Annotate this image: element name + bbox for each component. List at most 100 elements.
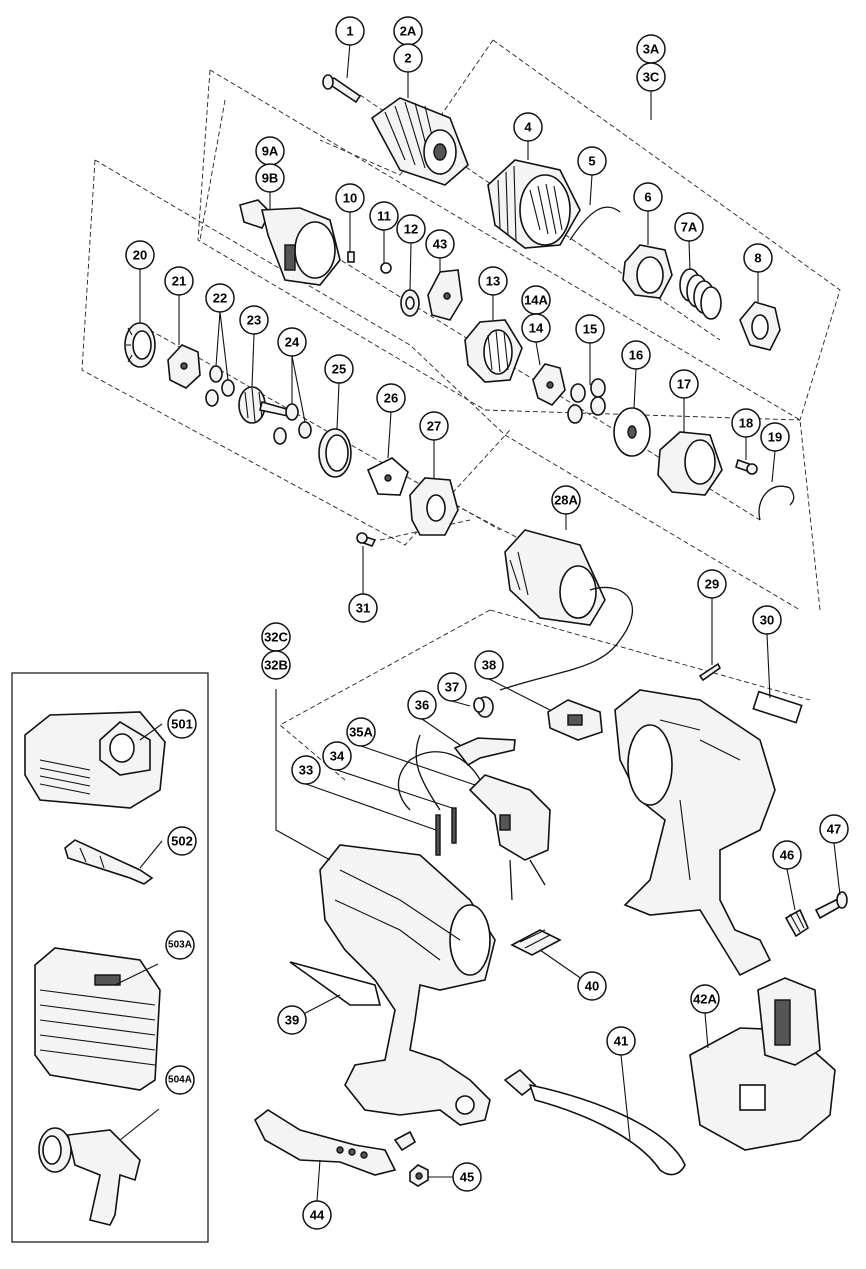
part-label-11: 11 xyxy=(369,201,399,231)
part-21-carrier xyxy=(167,344,201,389)
part-5-clip xyxy=(569,206,621,241)
svg-text:47: 47 xyxy=(827,822,841,837)
svg-text:39: 39 xyxy=(285,1013,299,1028)
svg-text:15: 15 xyxy=(583,322,597,337)
svg-text:45: 45 xyxy=(460,1170,474,1185)
part-504a-light xyxy=(38,1127,141,1226)
part-label-30: 30 xyxy=(752,605,782,635)
part-45-nut xyxy=(409,1164,429,1187)
part-label-6: 6 xyxy=(633,182,663,212)
part-label-12: 12 xyxy=(396,214,426,244)
part-30-label-plate xyxy=(752,690,803,724)
part-6-nut xyxy=(622,244,673,299)
svg-text:19: 19 xyxy=(768,430,782,445)
part-label-44: 44 xyxy=(302,1200,332,1230)
svg-text:42A: 42A xyxy=(693,992,717,1007)
part-12-washer xyxy=(400,289,420,317)
part-label-42a: 42A xyxy=(690,984,720,1014)
part-23-gear xyxy=(238,386,292,424)
part-label-20: 20 xyxy=(125,240,155,270)
svg-text:41: 41 xyxy=(614,1034,628,1049)
svg-text:25: 25 xyxy=(332,362,346,377)
part-label-10: 10 xyxy=(335,183,365,213)
part-label-31: 31 xyxy=(348,593,378,623)
svg-text:2A: 2A xyxy=(400,24,417,39)
part-label-28a: 28A xyxy=(551,485,581,515)
part-17-gear-case xyxy=(657,431,723,496)
part-label-15: 15 xyxy=(575,314,605,344)
svg-text:18: 18 xyxy=(739,416,753,431)
svg-text:37: 37 xyxy=(445,680,459,695)
part-10-pin xyxy=(347,251,355,263)
part-label-2a: 2A xyxy=(393,16,423,46)
part-44-hook xyxy=(253,1109,417,1176)
part-label-14: 14 xyxy=(521,313,551,343)
part-41-strap xyxy=(503,1068,686,1176)
svg-text:13: 13 xyxy=(486,274,500,289)
part-label-47: 47 xyxy=(819,814,849,844)
part-label-504a: 504A xyxy=(165,1065,195,1095)
part-22-gears xyxy=(205,365,235,407)
svg-text:31: 31 xyxy=(356,601,370,616)
svg-text:26: 26 xyxy=(384,391,398,406)
part-label-38: 38 xyxy=(474,650,504,680)
part-39-plate xyxy=(289,961,382,1006)
part-4-clutch-ring xyxy=(487,159,581,249)
svg-text:2: 2 xyxy=(404,51,411,66)
part-19-clip xyxy=(758,485,795,521)
part-label-1: 1 xyxy=(335,16,365,46)
part-502-bit xyxy=(64,839,154,885)
part-label-503a: 503A xyxy=(165,930,195,960)
svg-text:16: 16 xyxy=(629,348,643,363)
part-35a-switch xyxy=(397,751,551,901)
part-7a-spring xyxy=(679,268,722,320)
part-label-3c: 3C xyxy=(636,62,666,92)
part-8-plate xyxy=(739,301,781,351)
part-label-33: 33 xyxy=(291,755,321,785)
part-label-16: 16 xyxy=(621,340,651,370)
part-31-screw xyxy=(356,532,377,547)
part-label-32b: 32B xyxy=(261,650,291,680)
part-1-screw xyxy=(322,74,362,104)
leader-lines xyxy=(114,42,841,1202)
svg-text:35A: 35A xyxy=(349,725,373,740)
part-label-37: 37 xyxy=(437,672,467,702)
svg-text:12: 12 xyxy=(404,222,418,237)
part-11-ball xyxy=(380,262,392,274)
part-label-9b: 9B xyxy=(255,163,285,193)
part-28a-motor xyxy=(499,529,634,691)
svg-text:20: 20 xyxy=(133,248,147,263)
part-label-27: 27 xyxy=(419,411,449,441)
svg-text:5: 5 xyxy=(588,154,595,169)
part-label-5: 5 xyxy=(577,146,607,176)
part-label-45: 45 xyxy=(452,1162,482,1192)
svg-text:40: 40 xyxy=(585,979,599,994)
part-32-housing-left xyxy=(319,844,496,1126)
part-27-mount xyxy=(409,477,459,536)
part-37-bushing xyxy=(473,696,494,718)
part-label-22: 22 xyxy=(205,283,235,313)
part-label-26: 26 xyxy=(376,383,406,413)
part-label-41: 41 xyxy=(606,1026,636,1056)
part-label-43: 43 xyxy=(425,229,455,259)
part-label-3a: 3A xyxy=(636,34,666,64)
svg-text:14: 14 xyxy=(529,321,544,336)
part-42a-battery xyxy=(689,977,836,1151)
part-14-carrier xyxy=(532,363,566,406)
svg-text:23: 23 xyxy=(247,313,261,328)
svg-text:502: 502 xyxy=(171,834,193,849)
part-label-502: 502 xyxy=(167,826,197,856)
part-label-18: 18 xyxy=(731,408,761,438)
part-24-gears xyxy=(273,403,312,445)
part-2-chuck xyxy=(370,97,469,186)
part-label-29: 29 xyxy=(697,569,727,599)
svg-text:32B: 32B xyxy=(264,658,288,673)
part-15-gears xyxy=(567,378,606,424)
svg-text:22: 22 xyxy=(213,291,227,306)
part-label-46: 46 xyxy=(772,840,802,870)
svg-text:7A: 7A xyxy=(681,220,698,235)
svg-text:3C: 3C xyxy=(643,70,660,85)
svg-text:6: 6 xyxy=(644,190,651,205)
part-33-34-terminals xyxy=(415,734,457,856)
